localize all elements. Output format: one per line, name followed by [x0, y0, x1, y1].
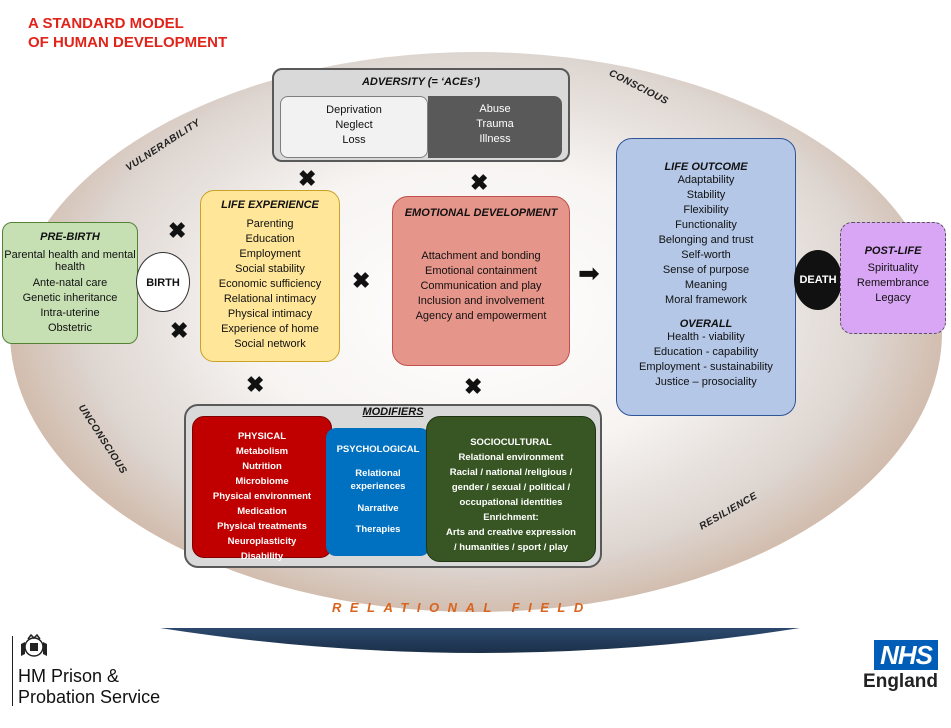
sociocultural-title: SOCIOCULTURAL	[470, 437, 552, 448]
post-life-box: POST-LIFE Spirituality Remembrance Legac…	[840, 222, 946, 334]
life-outcome-title: LIFE OUTCOME	[664, 161, 748, 173]
title-line-2: OF HUMAN DEVELOPMENT	[28, 34, 228, 51]
cross-icon: ✖	[246, 372, 265, 397]
nhs-region: England	[863, 671, 938, 692]
cross-icon: ✖	[298, 166, 317, 191]
modifiers-title: MODIFIERS	[362, 406, 424, 418]
cross-icon: ✖	[168, 218, 187, 243]
psychological-modifiers-box: PSYCHOLOGICAL Relational experiences Nar…	[326, 428, 430, 556]
royal-crest-icon	[21, 633, 47, 657]
birth-circle: BIRTH	[136, 252, 190, 312]
title-line-1: A STANDARD MODEL	[28, 15, 184, 32]
cross-icon: ✖	[170, 318, 189, 343]
cross-icon: ✖	[470, 170, 489, 195]
psychological-title: PSYCHOLOGICAL	[336, 444, 420, 455]
arrow-right-icon: ➡	[578, 258, 600, 288]
sociocultural-modifiers-box: SOCIOCULTURAL Relational environment Rac…	[426, 416, 596, 562]
adversity-left-panel: Deprivation Neglect Loss	[280, 96, 428, 158]
adversity-box: ADVERSITY (= ‘ACEs’) Deprivation Neglect…	[272, 68, 570, 162]
adversity-right-panel: Abuse Trauma Illness	[428, 96, 562, 158]
physical-title: PHYSICAL	[237, 431, 287, 442]
nhs-badge: NHS	[874, 640, 938, 670]
overall-title: OVERALL	[679, 318, 733, 330]
emotional-development-box: EMOTIONAL DEVELOPMENT Attachment and bon…	[392, 196, 570, 366]
cross-icon: ✖	[352, 268, 371, 293]
nhs-england-logo: NHS England	[846, 640, 938, 704]
life-outcome-box: LIFE OUTCOME Adaptability Stability Flex…	[616, 138, 796, 416]
physical-modifiers-box: PHYSICAL Metabolism Nutrition Microbiome…	[192, 416, 332, 562]
life-experience-title: LIFE EXPERIENCE	[221, 199, 319, 211]
logo-divider	[12, 636, 13, 706]
emotional-development-title: EMOTIONAL DEVELOPMENT	[404, 207, 558, 219]
adversity-title: ADVERSITY (= ‘ACEs’)	[361, 76, 481, 88]
life-experience-box: LIFE EXPERIENCE Parenting Education Empl…	[200, 190, 340, 362]
cross-icon: ✖	[464, 374, 483, 399]
relational-field-label: RELATIONAL FIELD	[332, 600, 592, 615]
hmpps-text: HM Prison & Probation Service	[18, 666, 161, 707]
pre-birth-title: PRE-BIRTH	[40, 231, 100, 243]
death-circle: DEATH	[794, 250, 842, 310]
post-life-title: POST-LIFE	[864, 245, 922, 257]
diagram-title: A STANDARD MODEL OF HUMAN DEVELOPMENT	[28, 14, 227, 52]
pre-birth-box: PRE-BIRTH Parental health and mental hea…	[2, 222, 138, 344]
hmpps-logo: HM Prison & Probation Service	[12, 632, 192, 712]
relational-field-band	[160, 628, 800, 653]
